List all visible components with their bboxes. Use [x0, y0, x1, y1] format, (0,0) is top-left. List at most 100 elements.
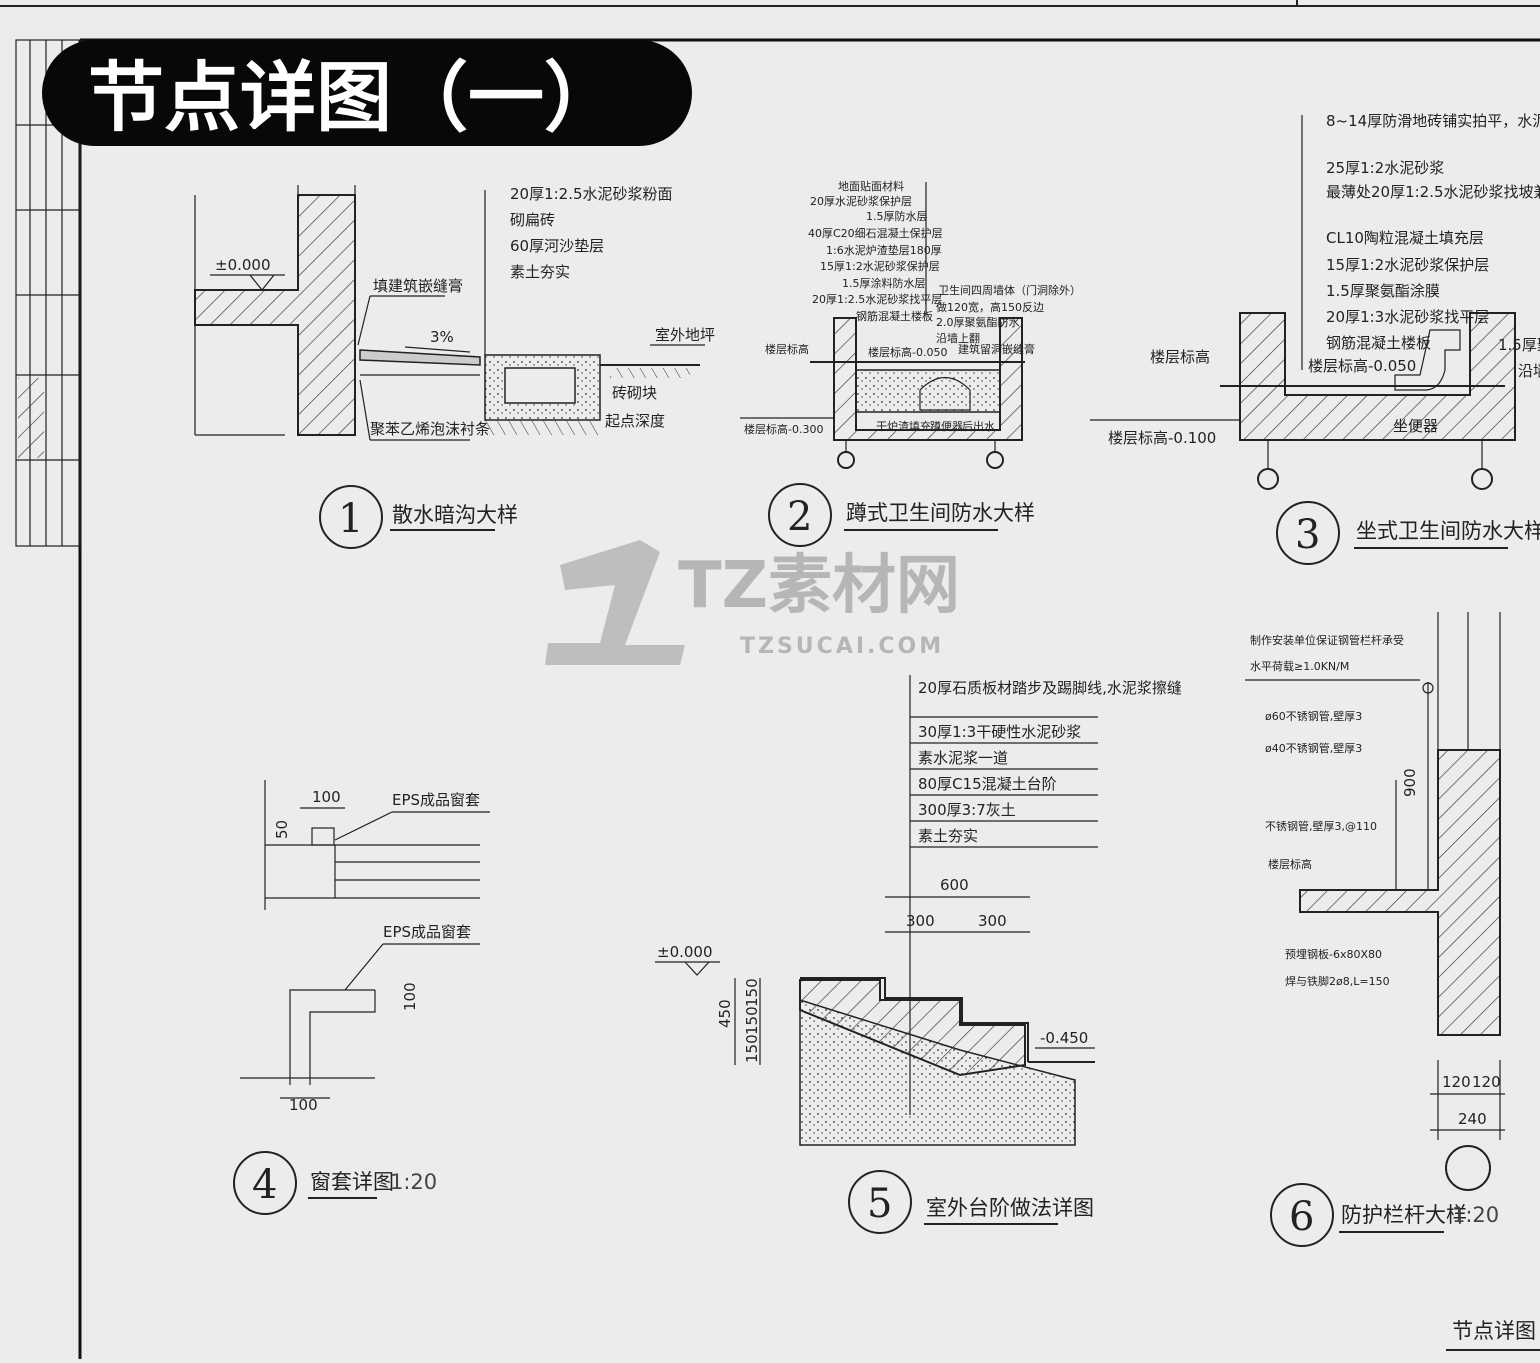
d3-layer-4: CL10陶粒混凝土填充层 [1326, 229, 1484, 247]
footer-title: 节点详图 [1452, 1319, 1536, 1343]
d2-filler: 干炉渣填充 [876, 419, 931, 433]
d6-note-5: 不锈钢管,壁厚3,@110 [1265, 819, 1377, 833]
d5-caption: 室外台阶做法详图 [926, 1196, 1094, 1220]
left-title-block [15, 39, 81, 547]
d2-note-1: 卫生间四周墙体（门洞除外） [938, 283, 1081, 297]
d1-elevation: ±0.000 [215, 256, 271, 274]
d2-note-5: 建筑留洞嵌缝膏 [958, 342, 1035, 356]
d2-layer-5: 1:6水泥炉渣垫层180厚 [826, 243, 942, 257]
d6-caption: 防护栏杆大样 [1341, 1203, 1467, 1227]
d6-note-3: ø60不锈钢管,壁厚3 [1265, 709, 1362, 723]
d2-layer-7: 1.5厚涂料防水层 [842, 276, 926, 290]
d2-number: 2 [787, 494, 812, 540]
d5-elev-bottom: -0.450 [1040, 1029, 1088, 1047]
d6-number: 6 [1289, 1194, 1314, 1240]
d5-layer-3: 素水泥浆一道 [918, 749, 1008, 767]
d1-foam: 聚苯乙烯泡沫衬条 [370, 420, 490, 438]
d1-caption: 散水暗沟大样 [392, 503, 518, 527]
d6-note-7: 预埋钢板-6x80X80 [1285, 947, 1382, 961]
detail-1: ±0.000 3% 室外地坪 20厚1:2.5水泥砂浆粉面 砌扁砖 60厚河沙垫… [194, 185, 715, 549]
d4-eps-bottom: EPS成品窗套 [383, 923, 471, 941]
d3-inner-level: 楼层标高-0.050 [1308, 357, 1416, 375]
d5-dim-450: 450 [716, 999, 734, 1028]
d1-ground: 室外地坪 [655, 326, 715, 344]
d6-note-1: 制作安装单位保证钢管栏杆承受 [1250, 633, 1404, 647]
d6-note-4: ø40不锈钢管,壁厚3 [1265, 741, 1362, 755]
d4-dim-50: 50 [273, 820, 291, 839]
d3-floor-level: 楼层标高 [1150, 348, 1210, 366]
d2-floor-level: 楼层标高 [765, 342, 809, 356]
d5-dim-300b: 300 [978, 912, 1007, 930]
d3-toilet: 坐便器 [1393, 417, 1438, 435]
d5-elev-top: ±0.000 [657, 943, 713, 961]
d2-caption: 蹲式卫生间防水大样 [846, 501, 1035, 525]
d6-note-2: 水平荷载≥1.0KN/M [1250, 660, 1349, 673]
d4-number: 4 [252, 1162, 277, 1208]
d5-dim-150b: 150 [743, 1006, 761, 1035]
d2-layer-1: 地面贴面材料 [838, 179, 904, 193]
watermark: TZ素材网 TZSUCAI.COM [545, 540, 960, 665]
d6-scale: 1:20 [1452, 1203, 1499, 1227]
d2-layer-4: 40厚C20细石混凝土保护层 [808, 226, 943, 240]
d3-layer-5: 15厚1:2水泥砂浆保护层 [1326, 256, 1489, 274]
d2-note-3: 2.0厚聚氨酯防水 [936, 315, 1020, 329]
d2-inner-level: 楼层标高-0.050 [868, 345, 947, 359]
d3-low-level: 楼层标高-0.100 [1108, 429, 1216, 447]
d5-layer-6: 素土夯实 [918, 827, 978, 845]
header-title-pill: 节点详图（一） [42, 40, 692, 146]
d5-number: 5 [867, 1181, 892, 1227]
d1-number: 1 [338, 496, 363, 542]
d5-dim-150c: 150 [743, 1034, 761, 1063]
d4-caption: 窗套详图 [310, 1170, 394, 1194]
detail-6: 制作安装单位保证钢管栏杆承受 水平荷载≥1.0KN/M ø60不锈钢管,壁厚3 … [1245, 612, 1505, 1247]
d5-layer-5: 300厚3:7灰土 [918, 801, 1016, 819]
d4-dim-100c: 100 [289, 1096, 318, 1114]
d5-dim-600: 600 [940, 876, 969, 894]
d6-note-6: 楼层标高 [1268, 857, 1312, 871]
d1-layer-3: 60厚河沙垫层 [510, 237, 604, 255]
d5-layer-2: 30厚1:3干硬性水泥砂浆 [918, 723, 1081, 741]
d6-dim-120b: 120 [1472, 1073, 1501, 1091]
d2-note-2: 做120宽，高150反边 [936, 300, 1044, 314]
d1-brick: 砖砌块 [612, 384, 657, 402]
d3-layer-2: 25厚1:2水泥砂浆 [1326, 159, 1444, 177]
d3-side-b: 沿墙 [1518, 362, 1540, 380]
d1-layer-2: 砌扁砖 [510, 211, 555, 229]
d3-number: 3 [1295, 512, 1320, 558]
detail-2: 地面贴面材料 20厚水泥砂浆保护层 1.5厚防水层 40厚C20细石混凝土保护层… [740, 179, 1081, 547]
d3-layer-1: 8~14厚防滑地砖铺实拍平，水泥浆擦缝 [1326, 112, 1540, 130]
detail-5: 20厚石质板材踏步及踢脚线,水泥浆擦缝 30厚1:3干硬性水泥砂浆 素水泥浆一道… [655, 675, 1182, 1234]
page-title: 节点详图（一） [88, 53, 620, 142]
d2-trap: 后出水 [962, 419, 995, 433]
d4-scale: 1:20 [390, 1170, 437, 1194]
d3-side-a: 1.5厚聚 [1498, 336, 1540, 354]
d1-depth: 起点深度 [605, 412, 665, 430]
d1-layer-4: 素土夯实 [510, 263, 570, 281]
d6-dim-900: 900 [1401, 768, 1419, 797]
d1-seal: 填建筑嵌缝膏 [373, 277, 463, 295]
d3-layer-6: 1.5厚聚氨酯涂膜 [1326, 282, 1440, 300]
detail-3: 8~14厚防滑地砖铺实拍平，水泥浆擦缝 25厚1:2水泥砂浆 最薄处20厚1:2… [1090, 112, 1540, 565]
d6-dim-240: 240 [1458, 1110, 1487, 1128]
d2-note-4: 沿墙上翻 [936, 331, 980, 345]
watermark-url: TZSUCAI.COM [740, 634, 944, 659]
d3-layer-8: 钢筋混凝土楼板 [1326, 334, 1431, 352]
d4-dim-100b: 100 [401, 982, 419, 1011]
d2-layer-9: 钢筋混凝土楼板 [856, 309, 933, 323]
d2-floor-level-low: 楼层标高-0.300 [744, 422, 823, 436]
d1-slope: 3% [430, 328, 454, 346]
d3-layer-7: 20厚1:3水泥砂浆找平层 [1326, 308, 1489, 326]
d3-layer-3: 最薄处20厚1:2.5水泥砂浆找坡兼防水层（掺4%高效防水粉） [1326, 183, 1540, 201]
d5-dim-150a: 150 [743, 978, 761, 1007]
watermark-brand: TZ素材网 [678, 549, 960, 623]
d2-layer-2: 20厚水泥砂浆保护层 [810, 194, 912, 208]
d1-layer-1: 20厚1:2.5水泥砂浆粉面 [510, 185, 673, 203]
d2-layer-3: 1.5厚防水层 [866, 209, 928, 223]
d2-layer-6: 15厚1:2水泥砂浆保护层 [820, 259, 940, 273]
d2-squat: 蹲便器 [930, 419, 963, 433]
detail-4: 100 50 EPS成品窗套 EPS成品窗套 100 100 4 窗套详图 1:… [233, 780, 490, 1215]
d3-caption: 坐式卫生间防水大样 [1356, 519, 1540, 543]
d4-eps-top: EPS成品窗套 [392, 791, 480, 809]
